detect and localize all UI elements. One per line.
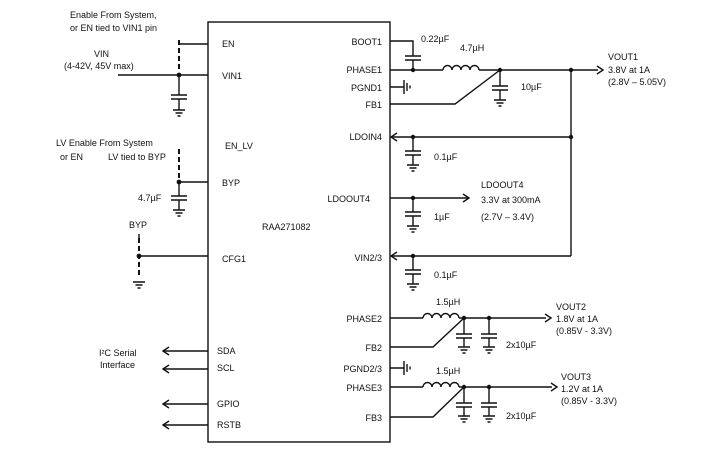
phase1-junction (410, 67, 416, 73)
out1-cap-value: 10µF (521, 82, 542, 92)
out3-cap-value: 2x10µF (506, 411, 537, 421)
pin-vin23: VIN2/3 (354, 253, 382, 263)
l2-value: 1.5µH (436, 297, 460, 307)
ldo-output-spec: 3.3V at 300mA (481, 195, 541, 205)
pin-vin1: VIN1 (222, 71, 242, 81)
left-arrowheads-icon (161, 346, 170, 430)
i2c-note-line1: I²C Serial (99, 348, 137, 358)
pin-rstb: RSTB (217, 420, 241, 430)
ldoout-cap-value: 1µF (434, 212, 450, 222)
vout2-arrowhead-icon (544, 313, 553, 323)
ldoin-cap-value: 0.1µF (434, 152, 458, 162)
pgnd23-ground-icon (390, 361, 411, 375)
lv-note-line2a: or EN (60, 152, 83, 162)
ldoout-cap-ground-icon (405, 198, 421, 233)
i2c-note-line2: Interface (100, 360, 135, 370)
pin-ldoout4: LDOOUT4 (327, 194, 370, 204)
vin23-cap-value: 0.1µF (434, 270, 458, 280)
pin-phase3: PHASE3 (346, 383, 382, 393)
pin-boot1: BOOT1 (351, 37, 382, 47)
ldoout4-arrowhead-icon (462, 193, 471, 203)
out3-cap-a-icon (456, 387, 472, 423)
l1-value: 4.7µH (460, 43, 484, 53)
out2-cap-value: 2x10µF (506, 340, 537, 350)
vout1-spec: 3.8V at 1A (608, 65, 650, 75)
l3-inductor-icon (422, 381, 460, 388)
fb3-wire (390, 386, 465, 418)
out1-cap-ground-icon (492, 70, 508, 107)
pin-ldoin4: LDOIN4 (349, 132, 382, 142)
pin-fb3: FB3 (365, 413, 382, 423)
l1-inductor-icon (442, 64, 480, 71)
ldo-output-range: (2.7V – 3.4V) (481, 212, 534, 222)
chip-name: RAA271082 (262, 222, 311, 232)
chip-body (207, 21, 391, 443)
vin-label: VIN (94, 49, 109, 59)
pin-cfg1: CFG1 (222, 254, 246, 264)
pin-sda: SDA (217, 346, 236, 356)
pin-scl: SCL (217, 363, 235, 373)
vout1-arrowhead-icon (596, 65, 605, 75)
pin-fb1: FB1 (365, 100, 382, 110)
lv-note-line2b: LV tied to BYP (108, 152, 166, 162)
pin-en-lv: EN_LV (225, 141, 253, 151)
ldoin-cap-ground-icon (405, 137, 421, 172)
l3-value: 1.5µH (436, 366, 460, 376)
enable-note-line2: or EN tied to VIN1 pin (70, 23, 157, 33)
vin23-arrowhead-icon (389, 251, 398, 261)
lv-note-line1: LV Enable From System (56, 138, 153, 148)
enable-note-line1: Enable From System, (70, 10, 157, 20)
pin-en: EN (222, 39, 235, 49)
byp-cap-ground-icon (171, 182, 187, 217)
vin23-cap-ground-icon (405, 256, 421, 291)
ldo-output-name: LDOOUT4 (481, 180, 524, 190)
pin-fb2: FB2 (365, 343, 382, 353)
pin-phase2: PHASE2 (346, 314, 382, 324)
pin-phase1: PHASE1 (346, 65, 382, 75)
out2-cap-a-icon (456, 318, 472, 354)
vout2-name: VOUT2 (556, 302, 586, 312)
byp-cap-value: 4.7µF (138, 193, 162, 203)
pin-gpio: GPIO (217, 399, 240, 409)
vout2-range: (0.85V - 3.3V) (556, 326, 612, 336)
pin-byp: BYP (222, 178, 240, 188)
fb2-wire (390, 317, 465, 348)
vout1-range: (2.8V – 5.05V) (608, 77, 666, 87)
vin-range: (4-42V, 45V max) (64, 61, 134, 71)
pgnd1-ground-icon (390, 80, 411, 94)
out2-cap-b-icon (481, 318, 497, 354)
out3-cap-b-icon (481, 387, 497, 423)
vout2-spec: 1.8V at 1A (556, 314, 598, 324)
l2-inductor-icon (422, 312, 460, 319)
boot1-wire (390, 40, 414, 56)
pin-pgnd1: PGND1 (351, 83, 382, 93)
cfg-byp-label: BYP (129, 220, 147, 230)
pin-pgnd23: PGND2/3 (343, 364, 382, 374)
fb1-wire (390, 69, 501, 105)
vout1-name: VOUT1 (608, 52, 638, 62)
vout3-name: VOUT3 (561, 372, 591, 382)
ldoin4-arrowhead-icon (389, 132, 398, 142)
vout3-range: (0.85V - 3.3V) (561, 396, 617, 406)
left-signal-wires (164, 350, 208, 426)
cfg-ground-icon (133, 281, 145, 289)
vout3-arrowhead-icon (550, 382, 559, 392)
vin1-cap-ground-icon (171, 94, 187, 117)
boot-cap-value: 0.22µF (421, 34, 450, 44)
vout3-spec: 1.2V at 1A (561, 384, 603, 394)
